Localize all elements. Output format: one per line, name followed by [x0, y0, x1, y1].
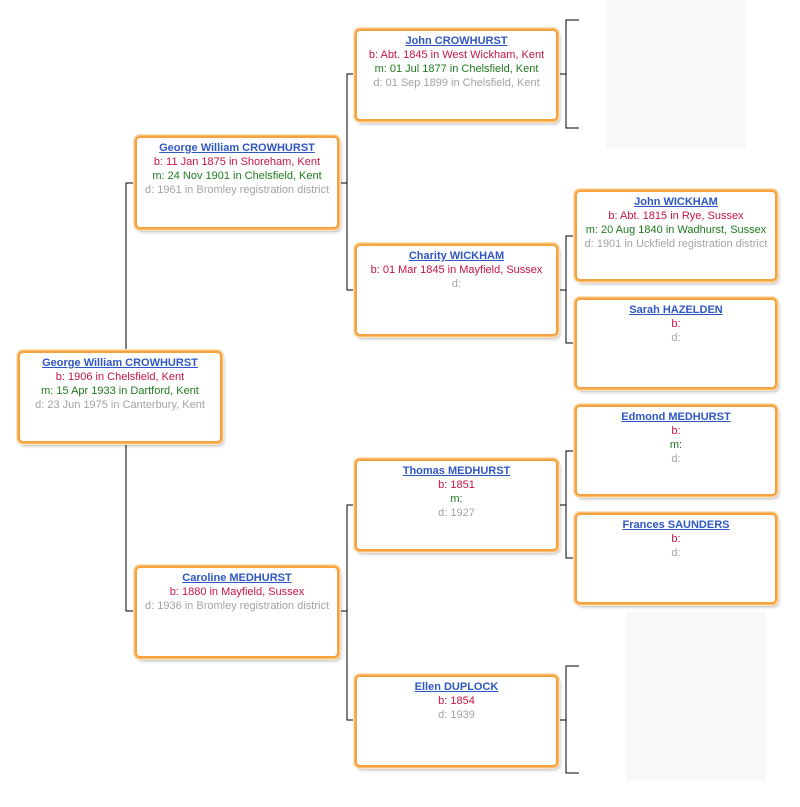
person-name-link[interactable]: John WICKHAM [634, 196, 718, 208]
death-text: d: [671, 332, 681, 344]
person-card-paternal-grandfather[interactable]: John CROWHURST b: Abt. 1845 in West Wick… [355, 29, 558, 121]
birth-text: b: Abt. 1845 in West Wickham, Kent [368, 49, 545, 61]
person-card-maternal-grandfather[interactable]: Thomas MEDHURST b: 1851 m: d: 1927 [355, 459, 558, 551]
marriage-text: m: 15 Apr 1933 in Dartford, Kent [41, 385, 199, 397]
birth-text: b: 1851 [438, 479, 475, 491]
birth-text: b: 11 Jan 1875 in Shoreham, Kent [153, 156, 321, 168]
person-name-link[interactable]: Edmond MEDHURST [621, 411, 731, 423]
person-name-link[interactable]: Caroline MEDHURST [182, 572, 292, 584]
death-text: d: 1927 [438, 507, 475, 519]
person-card-father[interactable]: George William CROWHURST b: 11 Jan 1875 … [135, 136, 339, 229]
placeholder-panel-bottom [626, 612, 766, 780]
person-card-edmond-medhurst[interactable]: Edmond MEDHURST b: m: d: [575, 405, 777, 496]
death-text: d: 1936 in Bromley registration district [144, 600, 330, 612]
person-name-link[interactable]: John CROWHURST [405, 35, 508, 47]
birth-text: b: [671, 533, 681, 545]
person-name-link[interactable]: Frances SAUNDERS [622, 519, 730, 531]
birth-text: b: 1906 in Chelsfield, Kent [55, 371, 185, 383]
death-text: d: [451, 278, 462, 290]
birth-text: b: 1880 in Mayfield, Sussex [169, 586, 305, 598]
marriage-text: m: [450, 493, 463, 505]
death-text: d: [671, 547, 681, 559]
birth-text: b: Abt. 1815 in Rye, Sussex [608, 210, 744, 222]
person-card-root[interactable]: George William CROWHURST b: 1906 in Chel… [18, 351, 222, 443]
death-text: d: 1901 in Uckfield registration distric… [584, 238, 768, 250]
person-name-link[interactable]: Thomas MEDHURST [402, 465, 511, 477]
person-card-john-wickham[interactable]: John WICKHAM b: Abt. 1815 in Rye, Sussex… [575, 190, 777, 281]
birth-text: b: 1854 [438, 695, 475, 707]
person-card-mother[interactable]: Caroline MEDHURST b: 1880 in Mayfield, S… [135, 566, 339, 658]
marriage-text: m: 20 Aug 1840 in Wadhurst, Sussex [585, 224, 767, 236]
birth-text: b: 01 Mar 1845 in Mayfield, Sussex [370, 264, 543, 276]
person-card-maternal-grandmother[interactable]: Ellen DUPLOCK b: 1854 d: 1939 [355, 675, 558, 767]
birth-text: b: [671, 425, 681, 437]
marriage-text: m: 24 Nov 1901 in Chelsfield, Kent [152, 170, 322, 182]
death-text: d: 1961 in Bromley registration district [144, 184, 330, 196]
death-text: d: 01 Sep 1899 in Chelsfield, Kent [373, 77, 540, 89]
death-text: d: 23 Jun 1975 in Canterbury, Kent [35, 399, 205, 411]
person-name-link[interactable]: George William CROWHURST [159, 142, 315, 154]
person-name-link[interactable]: Sarah HAZELDEN [629, 304, 723, 316]
marriage-text: m: 01 Jul 1877 in Chelsfield, Kent [374, 63, 539, 75]
birth-text: b: [671, 318, 681, 330]
death-text: d: [671, 453, 681, 465]
person-card-paternal-grandmother[interactable]: Charity WICKHAM b: 01 Mar 1845 in Mayfie… [355, 244, 558, 336]
death-text: d: 1939 [438, 709, 475, 721]
person-card-sarah-hazelden[interactable]: Sarah HAZELDEN b: d: [575, 298, 777, 389]
person-name-link[interactable]: George William CROWHURST [42, 357, 198, 369]
person-name-link[interactable]: Charity WICKHAM [408, 250, 505, 262]
placeholder-panel-top [606, 0, 746, 148]
marriage-text: m: [669, 439, 683, 451]
person-name-link[interactable]: Ellen DUPLOCK [414, 681, 499, 693]
person-card-frances-saunders[interactable]: Frances SAUNDERS b: d: [575, 513, 777, 604]
